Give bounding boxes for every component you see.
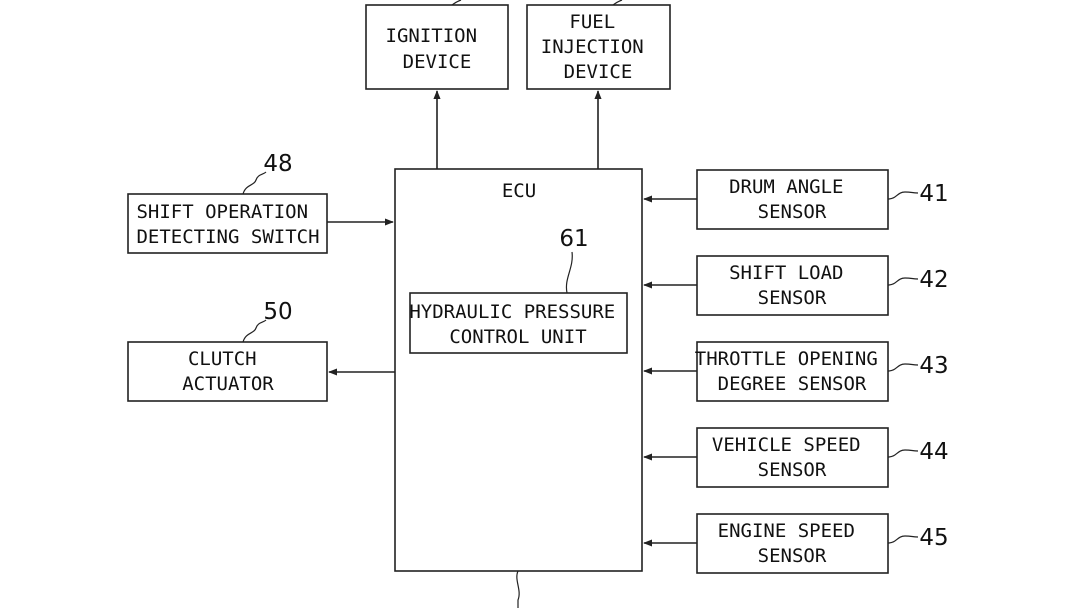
ecu-block: ECU <box>394 168 643 572</box>
ref-45: 45 <box>919 525 948 551</box>
ref-50: 50 <box>263 299 292 325</box>
hydraulic-pressure-control-unit-block: HYDRAULIC PRESSURE CONTROL UNIT <box>409 292 628 354</box>
svg-text:SHIFT OPERATION DETECTIN: SHIFT OPERATION DETECTING SWITCH <box>136 201 319 248</box>
throttle-line-2: DEGREE SENSOR <box>718 373 867 395</box>
fuel-injection-line-3: DEVICE <box>564 61 633 83</box>
shift-load-line-1: SHIFT LOAD <box>729 262 843 284</box>
leader-44 <box>887 449 919 458</box>
throttle-line-1: THROTTLE OPENING <box>695 348 878 370</box>
leader-45 <box>887 535 919 544</box>
hydraulic-line-2: CONTROL UNIT <box>449 326 586 348</box>
shift-load-sensor-block: SHIFT LOAD SENSOR <box>696 255 889 316</box>
svg-text:THROTTLE OPENING DEGREE: THROTTLE OPENING DEGREE SENSOR <box>695 348 889 395</box>
leader-50 <box>242 319 267 343</box>
hydraulic-line-1: HYDRAULIC PRESSURE <box>409 301 615 323</box>
shift-load-line-2: SENSOR <box>758 287 827 309</box>
ignition-device-block: IGNITION DEVICE <box>365 4 509 90</box>
ignition-device-line-2: DEVICE <box>403 51 472 73</box>
fuel-leader-stub <box>612 0 623 6</box>
ecu-label: ECU <box>502 180 536 202</box>
ignition-leader-stub <box>451 0 462 6</box>
shift-operation-switch-block: SHIFT OPERATION DETECTING SWITCH <box>127 193 328 254</box>
engine-speed-sensor-block: ENGINE SPEED SENSOR <box>696 513 889 574</box>
ref-48: 48 <box>263 151 292 177</box>
svg-text:CLUTCH ACTUATOR: CLUTCH ACTUATOR <box>182 348 274 395</box>
vehicle-speed-sensor-block: VEHICLE SPEED SENSOR <box>696 427 889 488</box>
svg-text:ENGINE SPEED SENSOR: ENGINE SPEED SENSOR <box>718 520 867 567</box>
fuel-injection-line-1: FUEL <box>569 11 615 33</box>
leader-48 <box>242 171 267 195</box>
ref-42: 42 <box>919 267 948 293</box>
shift-switch-line-2: DETECTING SWITCH <box>136 226 319 248</box>
engine-speed-line-2: SENSOR <box>758 545 827 567</box>
svg-text:DRUM ANGLE SENSOR: DRUM ANGLE SENSOR <box>729 176 855 223</box>
leader-42 <box>887 277 919 286</box>
drum-angle-sensor-block: DRUM ANGLE SENSOR <box>696 169 889 230</box>
fuel-injection-line-2: INJECTION <box>541 36 644 58</box>
ignition-device-line-1: IGNITION <box>386 25 478 47</box>
drum-line-1: DRUM ANGLE <box>729 176 843 198</box>
ref-61: 61 <box>559 226 588 252</box>
clutch-line-1: CLUTCH <box>188 348 257 370</box>
svg-text:SHIFT LOAD SENSOR: SHIFT LOAD SENSOR <box>729 262 855 309</box>
clutch-actuator-block: CLUTCH ACTUATOR <box>127 341 328 402</box>
ref-41: 41 <box>919 181 948 207</box>
shift-switch-line-1: SHIFT OPERATION <box>136 201 308 223</box>
vehicle-speed-line-1: VEHICLE SPEED <box>712 434 861 456</box>
svg-text:FUEL INJECTION DEV: FUEL INJECTION DEVICE <box>541 11 655 83</box>
svg-text:VEHICLE SPEED SENSOR: VEHICLE SPEED SENSOR <box>712 434 872 481</box>
leader-41 <box>887 191 919 200</box>
drum-line-2: SENSOR <box>758 201 827 223</box>
clutch-line-2: ACTUATOR <box>182 373 274 395</box>
fuel-injection-device-block: FUEL INJECTION DEVICE <box>526 4 671 90</box>
leader-43 <box>887 363 919 372</box>
ref-44: 44 <box>919 439 948 465</box>
throttle-opening-sensor-block: THROTTLE OPENING DEGREE SENSOR <box>695 341 889 402</box>
vehicle-speed-line-2: SENSOR <box>758 459 827 481</box>
svg-text:HYDRAULIC PRESSURE CONTR: HYDRAULIC PRESSURE CONTROL UNIT <box>409 301 626 348</box>
leader-61 <box>565 251 573 294</box>
svg-text:IGNITION DEVICE: IGNITION DEVICE <box>386 25 489 73</box>
engine-speed-line-1: ENGINE SPEED <box>718 520 855 542</box>
ref-43: 43 <box>919 353 948 379</box>
ecu-leader-stub <box>516 570 520 608</box>
